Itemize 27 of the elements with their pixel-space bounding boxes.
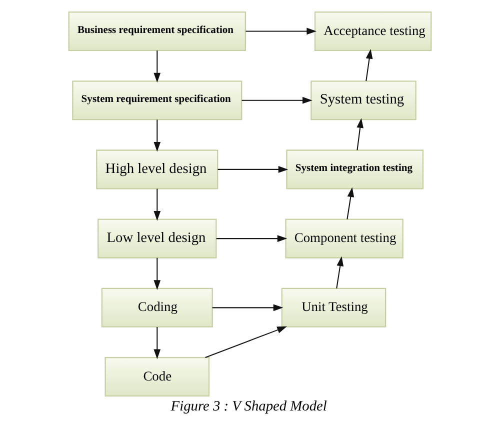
arrow: [218, 166, 288, 173]
node-box: Unit Testing: [281, 288, 386, 328]
arrow: [246, 28, 316, 35]
node-box: Acceptance testing: [314, 11, 432, 52]
arrow: [216, 235, 288, 242]
arrow: [154, 50, 161, 83]
node-box: System testing: [310, 80, 416, 120]
node-box: System integration testing: [286, 150, 424, 190]
arrow: [356, 118, 364, 150]
node-box: Coding: [101, 288, 213, 328]
arrow: [154, 188, 161, 221]
arrow: [366, 48, 373, 82]
node-box: Code: [104, 357, 210, 397]
arrow: [154, 120, 161, 152]
node-box: High level design: [96, 150, 218, 190]
node-box: System requirement specification: [72, 80, 242, 120]
arrow: [212, 304, 284, 312]
caption: Figure 3 : V Shaped Model: [170, 398, 327, 414]
arrow: [205, 326, 287, 358]
arrow: [154, 326, 161, 360]
arrow: [336, 256, 344, 288]
arrow: [154, 258, 161, 290]
node-box: Business requirement specification: [68, 11, 246, 52]
node-box: Low level design: [98, 218, 217, 258]
arrow: [346, 187, 354, 220]
node-box: Component testing: [285, 218, 404, 258]
arrow: [242, 96, 312, 104]
